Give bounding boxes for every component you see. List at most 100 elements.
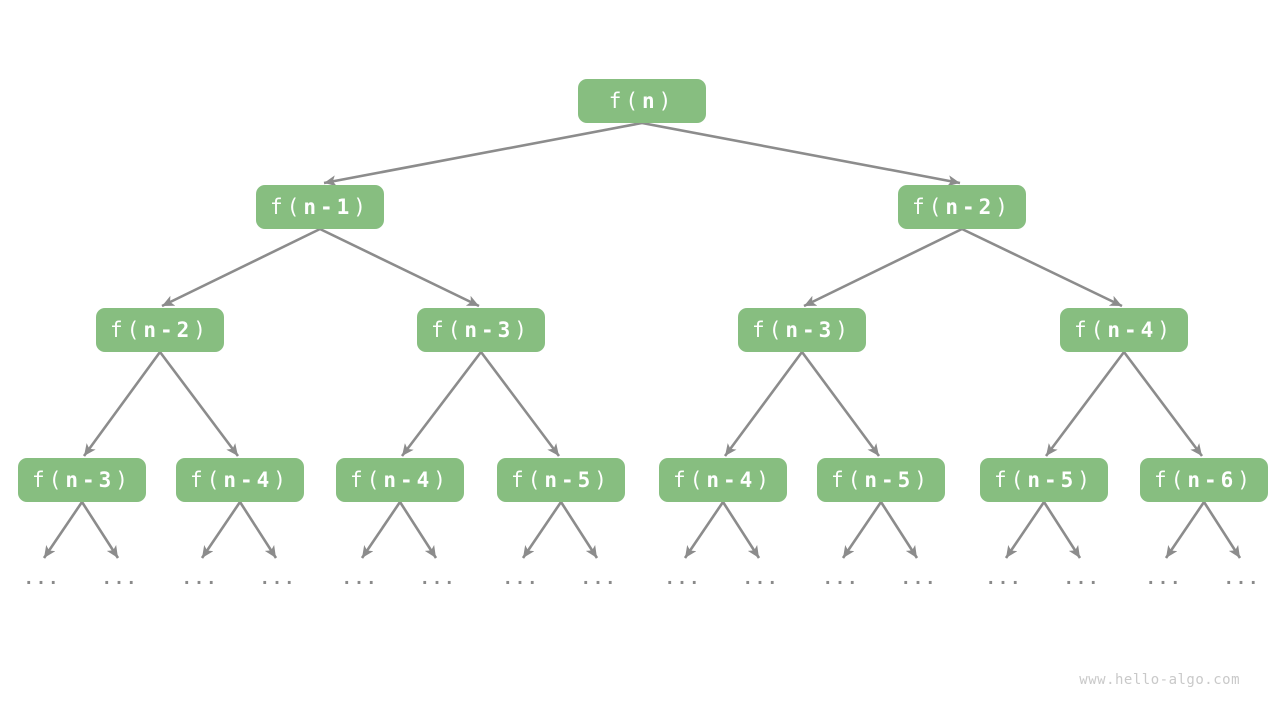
node-label-suffix: ): [914, 468, 931, 492]
ellipsis: ...: [985, 569, 1023, 589]
tree-node-9: f(n-4): [336, 458, 464, 502]
node-label-prefix: f(: [994, 468, 1028, 492]
ellipsis: ...: [502, 569, 540, 589]
node-label-arg: n-1: [303, 195, 354, 219]
edge-to-ellipsis: [683, 501, 725, 559]
node-label-arg: n-3: [464, 318, 515, 342]
node-label-suffix: ): [353, 195, 370, 219]
tree-node-12: f(n-5): [817, 458, 945, 502]
ellipsis: ...: [1223, 569, 1261, 589]
node-label-suffix: ): [995, 195, 1012, 219]
edge: [479, 351, 561, 457]
node-label-arg: n-4: [1107, 318, 1158, 342]
node-label-prefix: f(: [1074, 318, 1108, 342]
tree-node-6: f(n-4): [1060, 308, 1188, 352]
node-label-prefix: f(: [110, 318, 144, 342]
tree-node-5: f(n-3): [738, 308, 866, 352]
node-label-prefix: f(: [608, 89, 642, 113]
tree-node-14: f(n-6): [1140, 458, 1268, 502]
edge: [803, 227, 963, 308]
node-label-arg: n-6: [1187, 468, 1238, 492]
node-label-arg: n-4: [383, 468, 434, 492]
edge-to-ellipsis: [879, 501, 919, 559]
edge-to-ellipsis: [360, 501, 402, 559]
node-label-prefix: f(: [1154, 468, 1188, 492]
edge-to-ellipsis: [1202, 501, 1242, 559]
tree-node-11: f(n-4): [659, 458, 787, 502]
edge-to-ellipsis: [42, 501, 84, 559]
ellipsis: ...: [742, 569, 780, 589]
ellipsis: ...: [181, 569, 219, 589]
edge-to-ellipsis: [521, 501, 563, 559]
edge: [1122, 351, 1204, 457]
node-label-prefix: f(: [32, 468, 66, 492]
edge: [400, 351, 483, 457]
tree-node-10: f(n-5): [497, 458, 625, 502]
node-label-suffix: ): [273, 468, 290, 492]
ellipsis: ...: [580, 569, 618, 589]
node-label-suffix: ): [1237, 468, 1254, 492]
node-label-arg: n-2: [143, 318, 194, 342]
ellipsis: ...: [23, 569, 61, 589]
node-label-suffix: ): [658, 89, 676, 113]
node-label-prefix: f(: [831, 468, 865, 492]
edge-to-ellipsis: [238, 501, 278, 559]
node-label-prefix: f(: [752, 318, 786, 342]
node-label-suffix: ): [115, 468, 132, 492]
ellipsis: ...: [900, 569, 938, 589]
node-label-suffix: ): [835, 318, 852, 342]
node-label-suffix: ): [193, 318, 210, 342]
ellipsis: ...: [101, 569, 139, 589]
node-label-prefix: f(: [190, 468, 224, 492]
edge-to-ellipsis: [721, 501, 761, 559]
edge: [319, 227, 480, 308]
node-label-arg: n: [641, 89, 659, 113]
edge: [800, 351, 881, 457]
edge-to-ellipsis: [1042, 501, 1082, 559]
edge-to-ellipsis: [559, 501, 599, 559]
node-label-arg: n-4: [223, 468, 274, 492]
ellipsis: ...: [1145, 569, 1183, 589]
node-label-suffix: ): [756, 468, 773, 492]
node-label-prefix: f(: [912, 195, 946, 219]
node-label-suffix: ): [1077, 468, 1094, 492]
tree-node-1: f(n-1): [256, 185, 384, 229]
tree-node-2: f(n-2): [898, 185, 1026, 229]
edge-to-ellipsis: [80, 501, 120, 559]
node-label-arg: n-5: [864, 468, 915, 492]
tree-node-3: f(n-2): [96, 308, 224, 352]
edge-to-ellipsis: [841, 501, 883, 559]
edge-to-ellipsis: [1164, 501, 1206, 559]
node-label-prefix: f(: [511, 468, 545, 492]
edge: [161, 227, 321, 308]
node-label-suffix: ): [514, 318, 531, 342]
node-label-suffix: ): [594, 468, 611, 492]
tree-node-0: f(n): [578, 79, 706, 123]
node-label-prefix: f(: [431, 318, 465, 342]
ellipsis: ...: [1063, 569, 1101, 589]
edge: [723, 351, 804, 457]
tree-node-8: f(n-4): [176, 458, 304, 502]
edge: [158, 351, 240, 457]
edge-to-ellipsis: [1004, 501, 1046, 559]
ellipsis: ...: [259, 569, 297, 589]
ellipsis: ...: [419, 569, 457, 589]
tree-node-4: f(n-3): [417, 308, 545, 352]
watermark: www.hello-algo.com: [1079, 672, 1240, 688]
ellipsis: ...: [822, 569, 860, 589]
edge: [82, 351, 162, 457]
tree-node-7: f(n-3): [18, 458, 146, 502]
node-label-suffix: ): [1157, 318, 1174, 342]
edge-root-right: [641, 121, 961, 187]
node-label-arg: n-5: [544, 468, 595, 492]
edge-root-left: [323, 121, 643, 187]
edge: [961, 227, 1123, 308]
node-label-prefix: f(: [673, 468, 707, 492]
tree-node-13: f(n-5): [980, 458, 1108, 502]
node-label-suffix: ): [433, 468, 450, 492]
node-label-arg: n-2: [945, 195, 996, 219]
node-label-arg: n-3: [785, 318, 836, 342]
ellipsis: ...: [664, 569, 702, 589]
node-label-arg: n-4: [706, 468, 757, 492]
